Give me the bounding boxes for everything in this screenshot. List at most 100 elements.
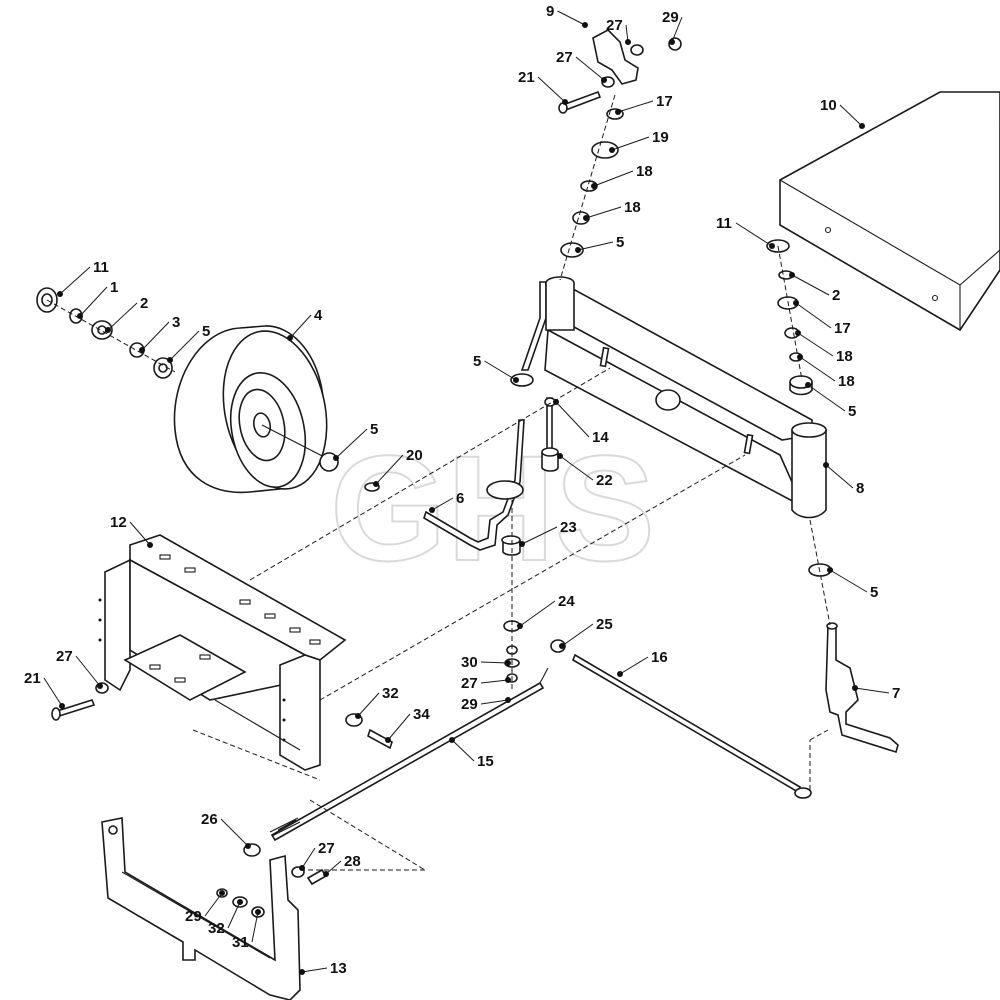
leader-line [325,860,342,875]
leader-line [141,321,170,351]
callout-23: 23 [560,519,577,536]
callout-17: 17 [656,93,673,110]
leader-line [555,401,590,438]
leader-line [575,56,605,81]
leader-dot [219,890,225,896]
callout-9: 9 [546,3,554,20]
callout-32: 32 [208,920,225,937]
callout-2: 2 [832,287,840,304]
leader-dot [562,99,568,105]
right-spindle [808,563,899,754]
callout-18: 18 [836,348,853,365]
callout-29: 29 [461,696,478,713]
leader-dot [583,215,589,221]
leader-line [107,302,138,331]
callout-8: 8 [856,480,864,497]
leader-dot [852,685,858,691]
leader-lines [43,10,890,975]
leader-line [431,497,454,511]
leader-line [791,274,830,296]
leader-dot [615,109,621,115]
leader-dot [805,382,811,388]
leader-line [671,16,683,43]
leader-dot [373,481,379,487]
callout-4: 4 [314,307,323,324]
leader-line [519,600,556,627]
leader-line [593,170,634,187]
callout-11: 11 [716,215,732,232]
callout-26: 26 [201,811,218,828]
leader-dot [385,737,391,743]
leader-dot [557,453,563,459]
leader-dot [601,77,607,83]
callout-18: 18 [636,163,653,180]
leader-dot [513,377,519,383]
leader-dot [449,737,455,743]
leader-line [480,661,509,664]
callout-17: 17 [834,320,851,337]
leader-dot [797,354,803,360]
callout-6: 6 [456,490,464,507]
leader-line [129,521,151,546]
callout-20: 20 [406,447,423,464]
leader-dot [859,123,865,129]
callout-28: 28 [344,853,361,870]
callout-16: 16 [651,649,668,666]
steering-lever [101,799,426,1000]
leader-line [617,100,654,113]
callout-27: 27 [606,17,623,34]
leader-line [619,656,649,675]
callout-18: 18 [624,199,641,216]
callout-10: 10 [820,97,837,114]
leader-dot [559,643,565,649]
callout-27: 27 [56,648,73,665]
leader-line [220,818,249,847]
leader-dot [59,703,65,709]
callout-22: 22 [596,472,613,489]
tie-rod [269,667,549,842]
leader-dot [287,335,293,341]
callout-27: 27 [556,49,573,66]
leader-line [537,76,566,103]
leader-line [289,314,312,339]
callout-15: 15 [477,753,494,770]
leader-line [577,241,614,251]
leader-dot [669,39,675,45]
leader-line [557,10,586,26]
callout-25: 25 [596,616,613,633]
leader-dot [167,357,173,363]
callout-7: 7 [892,685,900,702]
callout-30: 30 [461,654,478,671]
callout-32: 32 [382,685,399,702]
leader-dot [105,327,111,333]
watermark: GHS [330,424,655,592]
leader-line [735,222,773,247]
leader-line [480,699,509,705]
callout-3: 3 [172,314,180,331]
body-panel [779,91,1000,332]
callout-11: 11 [93,259,109,276]
leader-line [59,266,91,295]
leader-line [451,739,475,762]
leader-line [227,901,241,929]
callout-29: 29 [185,908,202,925]
leader-dot [769,243,775,249]
callout-5: 5 [616,234,624,251]
leader-line [561,623,594,647]
callout-31: 31 [232,934,249,951]
callout-18: 18 [838,373,855,390]
callout-19: 19 [652,129,669,146]
callout-12: 12 [110,514,127,531]
leader-dot [625,39,631,45]
wheel-tire [173,325,331,494]
callout-21: 21 [518,69,535,86]
frame-bracket [98,534,347,771]
leader-line [357,692,380,717]
callout-13: 13 [330,960,347,977]
leader-dot [617,671,623,677]
drag-link [572,653,829,799]
leader-line [301,967,328,973]
leader-line [797,332,834,357]
leader-dot [505,660,511,666]
